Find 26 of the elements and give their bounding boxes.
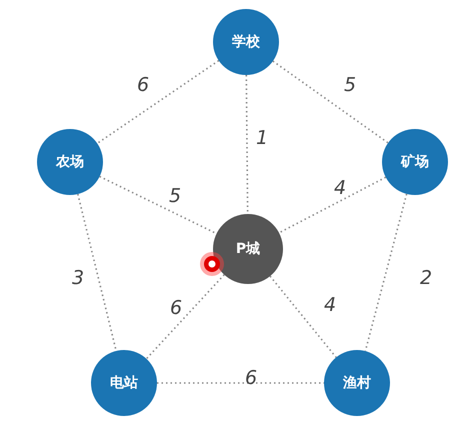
node-label: P城: [236, 240, 260, 258]
node-label: 矿场: [401, 153, 429, 171]
edge-label: 5: [168, 185, 182, 207]
dotted-line: [99, 176, 217, 234]
edge-label: 6: [244, 367, 258, 389]
dotted-line: [246, 75, 248, 214]
edge-label: 2: [420, 267, 432, 289]
node-label: 农场: [56, 153, 84, 171]
dotted-line: [96, 60, 220, 144]
edge-label: 3: [72, 267, 84, 289]
node-label: 电站: [110, 374, 138, 392]
edge-label: 4: [324, 294, 336, 316]
dotted-line: [77, 194, 117, 352]
dotted-line: [272, 60, 389, 144]
edge-label: 4: [334, 177, 346, 199]
edge-label: 6: [136, 74, 150, 96]
dotted-line: [278, 176, 386, 234]
location-circle: [213, 214, 283, 284]
dotted-line: [146, 274, 225, 360]
edge-label: 5: [344, 74, 356, 96]
edge-label: 1: [256, 127, 268, 149]
edge-label: 6: [170, 297, 182, 319]
dotted-line: [364, 194, 408, 352]
dotted-line: [269, 276, 337, 358]
node-label: 学校: [232, 33, 260, 51]
node-label: 渔村: [343, 374, 371, 392]
